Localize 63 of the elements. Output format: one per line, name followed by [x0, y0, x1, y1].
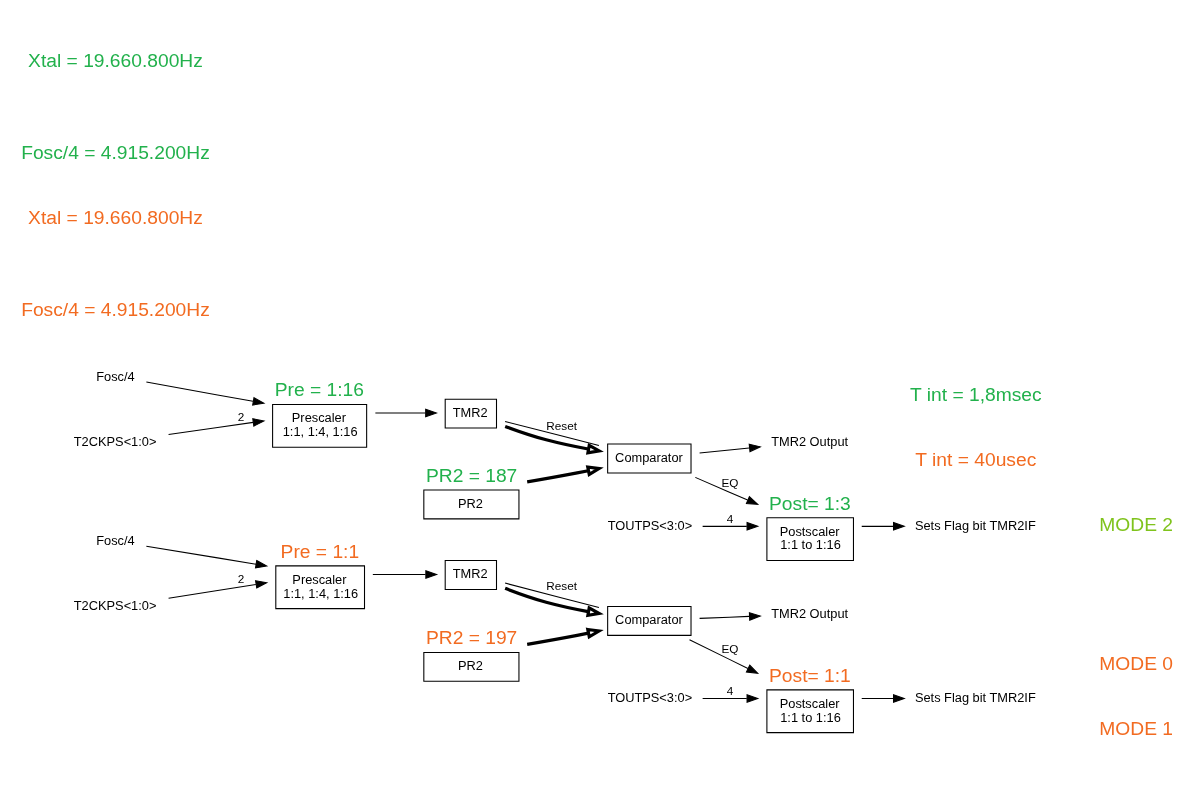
node-label: Post= 1:3 — [769, 492, 851, 514]
edge-label: EQ — [721, 475, 739, 489]
connector — [504, 582, 600, 608]
node-text: T2CKPS<1:0> — [73, 597, 157, 613]
node-box: PR2 — [423, 489, 520, 519]
node-box: Comparator — [607, 605, 692, 636]
label: Fosc/4 = 4.915.200Hz — [21, 298, 210, 320]
label: MODE 1 — [1099, 717, 1173, 739]
arrow — [504, 586, 604, 617]
node-box: Comparator — [607, 443, 692, 473]
node-box: Postscaler 1:1 to 1:16 — [766, 516, 854, 561]
arrow — [168, 417, 266, 435]
arrow — [699, 611, 762, 621]
node-text: Fosc/4 — [96, 532, 135, 548]
node-text: TOUTPS<3:0> — [607, 517, 693, 533]
edge-label: 4 — [726, 511, 734, 525]
arrow — [702, 693, 760, 703]
edge-label: 2 — [237, 571, 245, 585]
arrow — [504, 424, 604, 455]
node-label: Pre = 1:1 — [280, 540, 360, 562]
edge-label: EQ — [721, 641, 739, 655]
node-label: Pre = 1:16 — [274, 378, 364, 400]
label: MODE 2 — [1099, 513, 1173, 535]
node-text: TMR2 Output — [771, 433, 849, 449]
node-text: Fosc/4 — [96, 368, 135, 384]
node-box: Prescaler 1:1, 1:4, 1:16 — [275, 564, 366, 609]
arrow — [861, 521, 906, 531]
node-text: T2CKPS<1:0> — [73, 433, 157, 449]
arrow — [372, 569, 439, 579]
edge-label: 4 — [726, 683, 734, 697]
label: T int = 40usec — [915, 448, 1037, 470]
label: Xtal = 19.660.800Hz — [28, 206, 203, 228]
node-label: PR2 = 187 — [425, 464, 518, 486]
arrow — [861, 693, 906, 703]
arrow — [168, 579, 269, 599]
node-text: TOUTPS<3:0> — [607, 689, 693, 705]
node-box: PR2 — [423, 651, 520, 682]
node-box: Prescaler 1:1, 1:4, 1:16 — [272, 403, 368, 448]
label: Fosc/4 = 4.915.200Hz — [21, 141, 210, 163]
arrow — [702, 521, 760, 531]
arrow — [145, 545, 269, 569]
edge-label: 2 — [237, 409, 245, 423]
arrow — [526, 464, 604, 484]
node-text: Sets Flag bit TMR2IF — [914, 689, 1036, 705]
arrow — [699, 443, 762, 453]
arrow — [145, 381, 266, 406]
label: MODE 0 — [1099, 652, 1173, 674]
arrow — [688, 638, 760, 674]
edge-label: Reset — [546, 418, 578, 432]
node-box: TMR2 — [444, 559, 498, 590]
arrow — [694, 476, 760, 505]
node-text: TMR2 Output — [771, 605, 849, 621]
edge-label: Reset — [546, 578, 578, 592]
arrow — [374, 408, 438, 418]
node-box: TMR2 — [444, 398, 498, 429]
label: T int = 1,8msec — [910, 383, 1042, 405]
arrow — [526, 627, 604, 646]
label: Xtal = 19.660.800Hz — [28, 49, 203, 71]
node-box: Postscaler 1:1 to 1:16 — [766, 688, 854, 733]
node-text: Sets Flag bit TMR2IF — [914, 517, 1036, 533]
connector — [504, 420, 600, 446]
node-label: PR2 = 197 — [425, 626, 518, 648]
node-label: Post= 1:1 — [769, 664, 851, 686]
